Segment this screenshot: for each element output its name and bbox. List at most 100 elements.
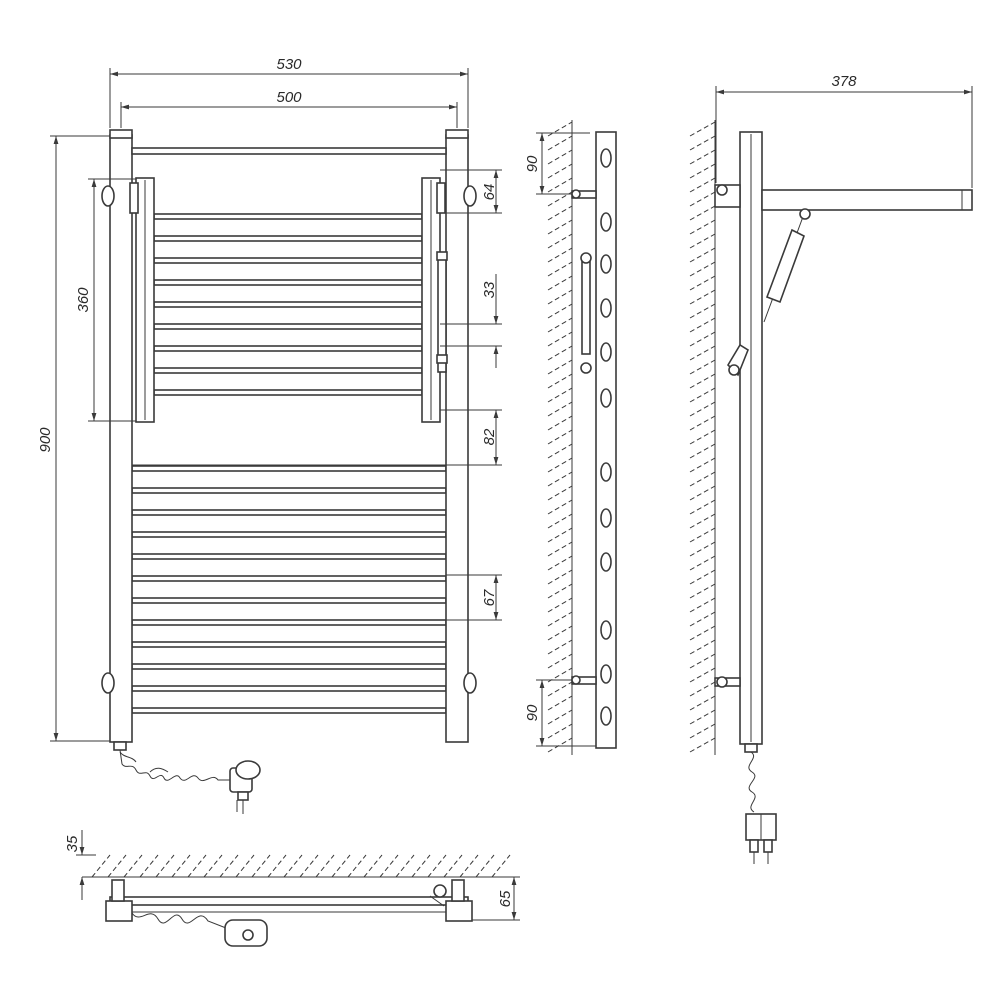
dim-side-bottom-offset: 90 (524, 704, 541, 721)
hatch-line (547, 359, 573, 375)
dim-shelf-height: 360 (75, 287, 92, 313)
bar-hole (600, 706, 612, 726)
dim-total-height: 900 (37, 427, 54, 453)
hatch-line (689, 513, 716, 529)
dim-side-top-offset: 90 (524, 155, 541, 172)
hatch-line (547, 723, 573, 739)
hatch-line (547, 191, 573, 207)
hatch-line (155, 854, 175, 878)
hatch-line (547, 303, 573, 319)
hatch-line (689, 331, 716, 347)
hatch-line (547, 457, 573, 473)
top-view-left-collector (105, 900, 133, 922)
hatch-line (171, 854, 191, 878)
hatch-line (547, 541, 573, 557)
bar-hole (600, 462, 612, 482)
hatch-line (139, 854, 159, 878)
hatch-line (689, 457, 716, 473)
hatch-line (547, 149, 573, 165)
dim-shelf-depth: 378 (831, 73, 857, 90)
hatch-line (689, 191, 716, 207)
hatch-line (689, 247, 716, 263)
lower-bar (131, 553, 447, 560)
hatch-line (547, 681, 573, 697)
hatch-line (689, 303, 716, 319)
hatch-line (547, 429, 573, 445)
hatch-line (689, 373, 716, 389)
lower-bar (131, 685, 447, 692)
hatch-line (315, 854, 335, 878)
hatch-line (547, 555, 573, 571)
upper-bar (153, 213, 423, 220)
wall-hatch-top (82, 854, 511, 878)
hatch-line (689, 569, 716, 585)
hatch-line (689, 443, 716, 459)
hatch-line (547, 653, 573, 669)
hatch-line (689, 499, 716, 515)
hatch-line (235, 854, 255, 878)
hatch-line (689, 611, 716, 627)
top-view-power-plug (224, 919, 268, 947)
hatch-line (547, 625, 573, 641)
hatch-line (689, 653, 716, 669)
hatch-line (689, 639, 716, 655)
dim-top-bar-gap: 64 (481, 184, 498, 201)
hatch-line (395, 854, 415, 878)
hatch-line (689, 471, 716, 487)
hatch-line (219, 854, 239, 878)
hatch-line (689, 177, 716, 193)
hatch-line (203, 854, 223, 878)
bracket-bottom-left (101, 672, 115, 694)
hatch-line (689, 289, 716, 305)
lower-bar (131, 707, 447, 714)
upper-bar (153, 367, 423, 374)
left-collector (109, 134, 133, 743)
hatch-line (689, 233, 716, 249)
hatch-line (347, 854, 367, 878)
lower-bar (131, 619, 447, 626)
lower-bar (131, 487, 447, 494)
hatch-line (547, 709, 573, 725)
hatch-line (689, 149, 716, 165)
lower-bar (131, 465, 447, 472)
front-dimensions: 530 500 900 360 64 33 82 67 (37, 56, 502, 742)
bracket-bottom-right (463, 672, 477, 694)
hatch-line (689, 527, 716, 543)
hatch-line (547, 415, 573, 431)
hatch-line (547, 135, 573, 151)
dim-wall-gap: 35 (64, 835, 81, 852)
front-upper-bars (153, 213, 423, 396)
hatch-line (459, 854, 479, 878)
hatch-line (689, 205, 716, 221)
hatch-line (689, 275, 716, 291)
hatch-line (689, 317, 716, 333)
hatch-line (427, 854, 447, 878)
hatch-line (91, 854, 111, 878)
hatch-line (547, 275, 573, 291)
side-view-closed: 90 90 (524, 120, 617, 755)
hatch-line (475, 854, 495, 878)
hatch-line (689, 219, 716, 235)
heater-plug (113, 741, 127, 751)
upper-bar (153, 257, 423, 264)
bracket-top-right (463, 185, 477, 207)
dim-front-total-width: 530 (276, 56, 302, 73)
hatch-line (547, 737, 573, 753)
dim-bottom-depth: 65 (497, 890, 514, 907)
hatch-line (547, 583, 573, 599)
hatch-line (443, 854, 463, 878)
hatch-line (547, 205, 573, 221)
hatch-line (299, 854, 319, 878)
top-view-bar (109, 896, 469, 906)
hatch-line (547, 373, 573, 389)
hatch-line (283, 854, 303, 878)
front-view (101, 129, 477, 814)
hatch-line (123, 854, 143, 878)
side-view-open: 378 (689, 73, 973, 864)
bar-hole (600, 664, 612, 684)
lower-bar (131, 575, 447, 582)
hatch-line (689, 695, 716, 711)
lower-bar (131, 663, 447, 670)
lower-bar (131, 531, 447, 538)
hatch-line (547, 695, 573, 711)
